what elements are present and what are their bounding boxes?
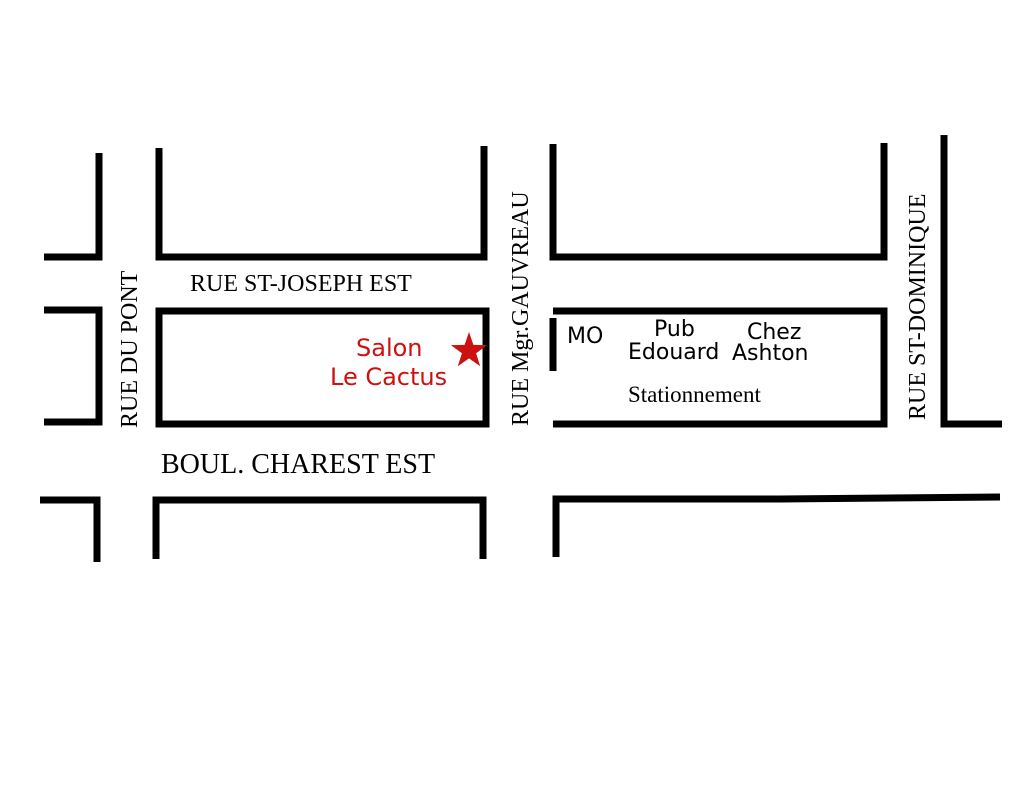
business-pub-line1: Pub bbox=[654, 317, 695, 342]
label-rue-st-joseph-est: RUE ST-JOSEPH EST bbox=[190, 271, 412, 297]
block-bottom-right bbox=[552, 493, 1001, 557]
label-rue-mgr-gauvreau: RUE Mgr.GAUVREAU bbox=[508, 191, 534, 426]
business-chez-line1: Chez bbox=[747, 320, 801, 345]
block-bottom-left bbox=[40, 496, 101, 562]
block-bottom-center bbox=[152, 496, 487, 559]
block-lines bbox=[40, 135, 1002, 562]
block-top-right bbox=[549, 143, 888, 261]
business-mo: MO bbox=[567, 324, 603, 349]
business-chez-line2: Ashton bbox=[732, 341, 808, 366]
parking-label: Stationnement bbox=[628, 382, 761, 407]
star-icon bbox=[450, 332, 488, 367]
block-top-center bbox=[155, 146, 488, 261]
label-rue-st-dominique: RUE ST-DOMINIQUE bbox=[905, 194, 931, 420]
label-rue-du-pont: RUE DU PONT bbox=[117, 270, 143, 428]
block-top-left bbox=[44, 153, 103, 261]
salon-name-line2: Le Cactus bbox=[330, 363, 447, 391]
salon-name-line1: Salon bbox=[356, 334, 423, 362]
block-parking bbox=[553, 307, 888, 428]
block-salon bbox=[155, 307, 490, 428]
business-pub-line2: Edouard bbox=[628, 340, 719, 365]
label-boul-charest-est: BOUL. CHAREST EST bbox=[161, 449, 435, 480]
block-far-right bbox=[940, 135, 1002, 428]
block-middle-left bbox=[44, 306, 103, 426]
